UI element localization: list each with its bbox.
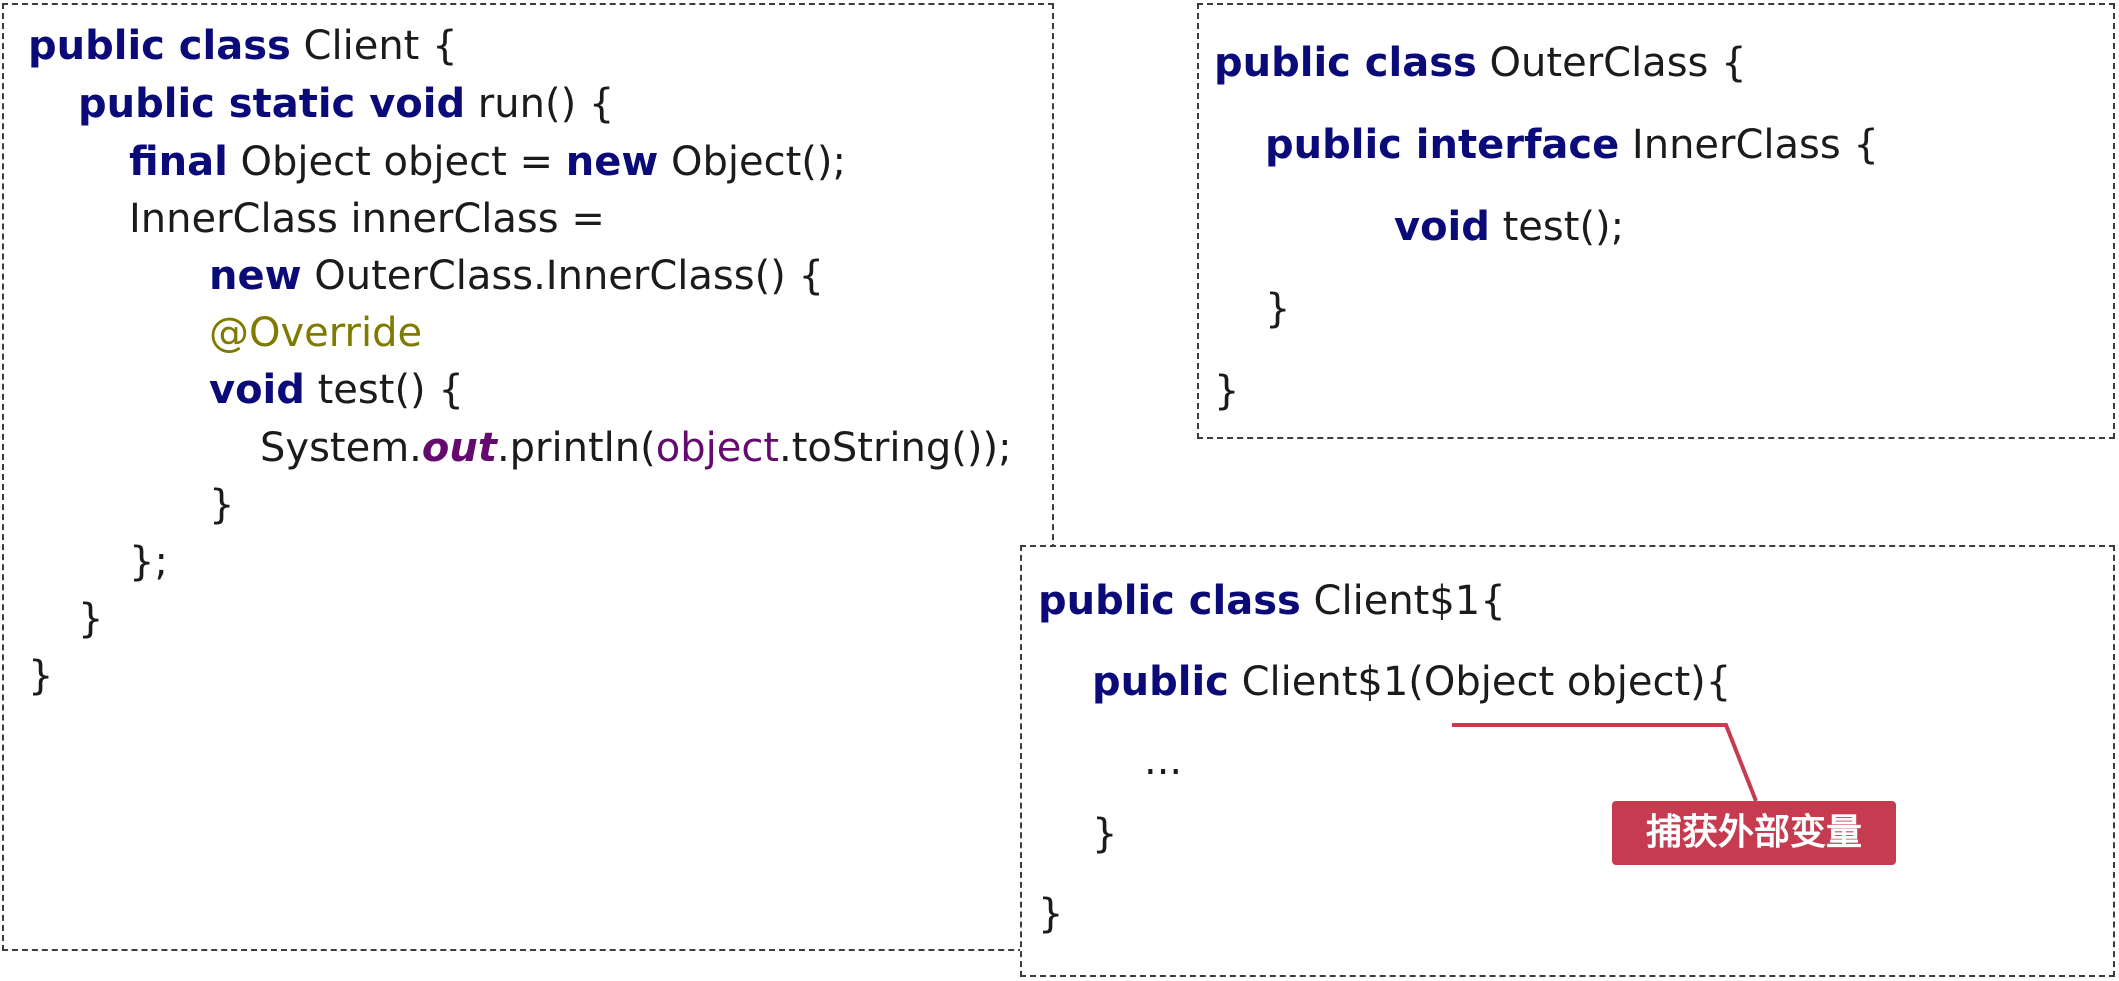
code-text: InnerClass innerClass = <box>129 196 605 242</box>
code-line: } <box>28 652 53 700</box>
keyword: void <box>209 367 305 413</box>
static-field: out <box>421 425 497 471</box>
code-text: InnerClass { <box>1619 122 1879 168</box>
code-line: }; <box>129 538 168 586</box>
keyword: public <box>1092 659 1229 705</box>
code-line: } <box>209 481 234 529</box>
keyword: new <box>565 139 659 185</box>
code-text: } <box>1265 286 1291 332</box>
code-text: Object(); <box>658 139 846 185</box>
code-text: Client { <box>290 23 458 69</box>
outer-class-code-box: public class OuterClass { public interfa… <box>1197 3 2115 439</box>
code-text: } <box>28 653 54 699</box>
code-text: } <box>209 482 235 528</box>
code-text: test(); <box>1489 204 1625 250</box>
code-text: OuterClass { <box>1476 40 1747 86</box>
code-line: public interface InnerClass { <box>1265 121 1879 169</box>
keyword: new <box>209 253 302 299</box>
code-line: public static void run() { <box>78 80 614 128</box>
code-text: ... <box>1144 738 1183 784</box>
code-line: } <box>1265 285 1290 333</box>
code-line: } <box>1092 810 1117 858</box>
code-line: public class OuterClass { <box>1214 39 1747 87</box>
code-line: void test(); <box>1394 203 1624 251</box>
code-text: }; <box>129 539 168 585</box>
code-line: @Override <box>209 309 422 357</box>
code-line: public Client$1(Object object){ <box>1092 658 1731 706</box>
client1-code-box: public class Client$1{ public Client$1(O… <box>1020 545 2115 977</box>
code-text: Client$1{ <box>1300 578 1506 624</box>
code-line: } <box>78 595 103 643</box>
keyword: public class <box>1038 578 1301 624</box>
code-text: run() { <box>465 81 615 127</box>
code-text: .toString()); <box>779 425 1012 471</box>
code-line: public class Client$1{ <box>1038 577 1506 625</box>
client-code-box: public class Client { public static void… <box>2 3 1054 951</box>
code-line: InnerClass innerClass = <box>129 195 605 243</box>
code-text: Object object = <box>227 139 566 185</box>
annotation: @Override <box>209 310 423 356</box>
code-line: public class Client { <box>28 22 458 70</box>
code-line: ... <box>1144 737 1182 785</box>
code-text: OuterClass.InnerClass() { <box>301 253 824 299</box>
keyword: public class <box>1214 40 1477 86</box>
code-line: new OuterClass.InnerClass() { <box>209 252 824 300</box>
code-line: final Object object = new Object(); <box>129 138 846 186</box>
code-line: void test() { <box>209 366 464 414</box>
code-line: } <box>1038 890 1063 938</box>
code-text: test() { <box>304 367 464 413</box>
keyword: void <box>1394 204 1490 250</box>
code-text: } <box>1038 891 1064 937</box>
code-text: System. <box>260 425 422 471</box>
code-text: Client$1(Object object){ <box>1228 659 1732 705</box>
code-text: } <box>1092 811 1118 857</box>
callout-label: 捕获外部变量 <box>1612 801 1896 865</box>
code-text: } <box>1214 368 1240 414</box>
captured-variable: object <box>655 425 779 471</box>
keyword: public class <box>28 23 291 69</box>
keyword: public interface <box>1265 122 1620 168</box>
keyword: public static void <box>78 81 466 127</box>
code-line: System.out.println(object.toString()); <box>260 424 1012 472</box>
code-text: .println( <box>496 425 656 471</box>
code-line: } <box>1214 367 1239 415</box>
keyword: final <box>129 139 228 185</box>
code-text: } <box>78 596 104 642</box>
